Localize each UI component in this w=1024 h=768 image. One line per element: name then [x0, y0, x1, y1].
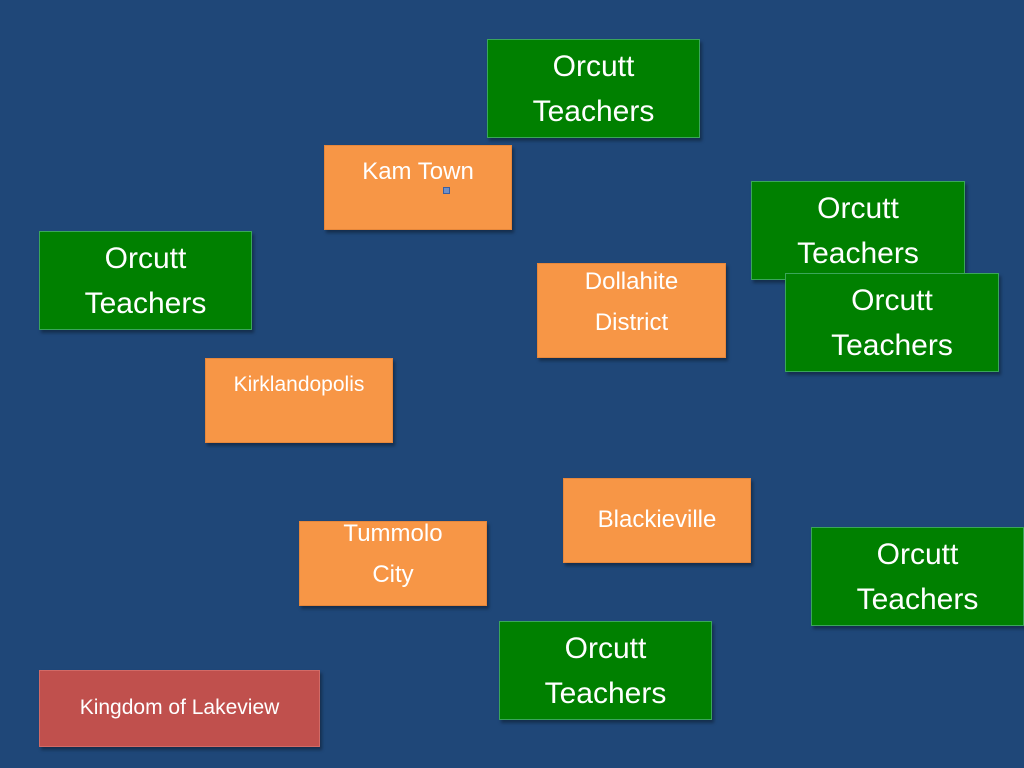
- selection-handle[interactable]: [443, 187, 450, 194]
- teachers-label: Orcutt Teachers: [84, 241, 207, 320]
- town-box-kam-town[interactable]: Kam Town: [324, 145, 512, 230]
- teachers-box[interactable]: Orcutt Teachers: [785, 273, 999, 372]
- town-box-tummolo-city[interactable]: Tummolo City: [299, 520, 487, 606]
- teachers-label: Orcutt Teachers: [532, 49, 655, 128]
- teachers-label: Orcutt Teachers: [856, 537, 979, 616]
- teachers-label: Orcutt Teachers: [797, 191, 919, 270]
- teachers-box[interactable]: Orcutt Teachers: [811, 527, 1024, 626]
- teachers-box[interactable]: Orcutt Teachers: [487, 39, 700, 138]
- town-box-dollahite-district[interactable]: Dollahite District: [537, 263, 726, 358]
- town-box-kirklandopolis[interactable]: Kirklandopolis: [205, 358, 393, 443]
- teachers-box[interactable]: Orcutt Teachers: [39, 231, 252, 330]
- town-label: Blackieville: [597, 506, 717, 533]
- teachers-label: Orcutt Teachers: [544, 631, 667, 710]
- teachers-box[interactable]: Orcutt Teachers: [499, 621, 712, 720]
- town-label: Kirklandopolis: [233, 373, 365, 396]
- kingdom-label: Kingdom of Lakeview: [79, 696, 280, 720]
- teachers-label: Orcutt Teachers: [831, 283, 953, 362]
- teachers-box[interactable]: Orcutt Teachers: [751, 181, 965, 280]
- kingdom-box[interactable]: Kingdom of Lakeview: [39, 670, 320, 747]
- town-box-blackieville[interactable]: Blackieville: [563, 478, 751, 563]
- town-label: Tummolo City: [343, 520, 443, 588]
- town-label: Kam Town: [362, 158, 474, 185]
- town-label: Dollahite District: [584, 268, 679, 336]
